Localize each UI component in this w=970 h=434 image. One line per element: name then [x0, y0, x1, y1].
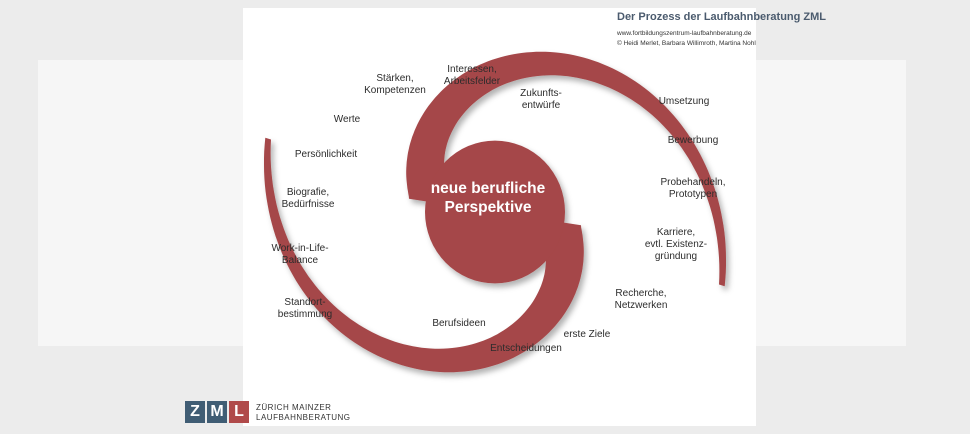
copyright-text: © Heidi Merlet, Barbara Willimroth, Mart… [617, 40, 756, 47]
logo-text: ZÜRICH MAINZER LAUFBAHNBERATUNG [256, 403, 351, 422]
label-berufsideen: Berufsideen [432, 318, 486, 329]
label-recherche: Recherche, Netzwerken [614, 288, 668, 311]
center-label: neue berufliche Perspektive [430, 180, 546, 216]
diagram-title: Der Prozess der Laufbahnberatung ZML [617, 11, 827, 23]
label-werte: Werte [333, 114, 361, 125]
left-background-band [38, 60, 243, 346]
logo-letter-z: Z [185, 401, 205, 423]
label-staerken: Stärken, Kompetenzen [364, 73, 426, 96]
website-text: www.fortbildungszentrum-laufbahnberatung… [617, 30, 752, 37]
label-interessen: Interessen, Arbeitsfelder [443, 64, 501, 87]
label-umsetzung: Umsetzung [658, 96, 710, 107]
label-biografie: Biografie, Bedürfnisse [281, 187, 335, 210]
logo-letter-m: M [207, 401, 227, 423]
label-entscheidungen: Entscheidungen [490, 343, 562, 354]
label-probehandeln: Probehandeln, Prototypen [660, 177, 726, 200]
right-background-band [756, 60, 906, 346]
label-bewerbung: Bewerbung [667, 135, 719, 146]
label-persoenlichkeit: Persönlichkeit [294, 149, 358, 160]
label-standort: Standort- bestimmung [277, 297, 333, 320]
zml-logo: Z M L [185, 401, 249, 423]
label-erste-ziele: erste Ziele [563, 329, 611, 340]
label-zukunft: Zukunfts- entwürfe [520, 88, 562, 111]
logo-letter-l: L [229, 401, 249, 423]
label-worklife: Work-in-Life- Balance [271, 243, 329, 266]
spiral-hub [425, 140, 565, 284]
label-karriere: Karriere, evtl. Existenz- gründung [644, 227, 708, 262]
